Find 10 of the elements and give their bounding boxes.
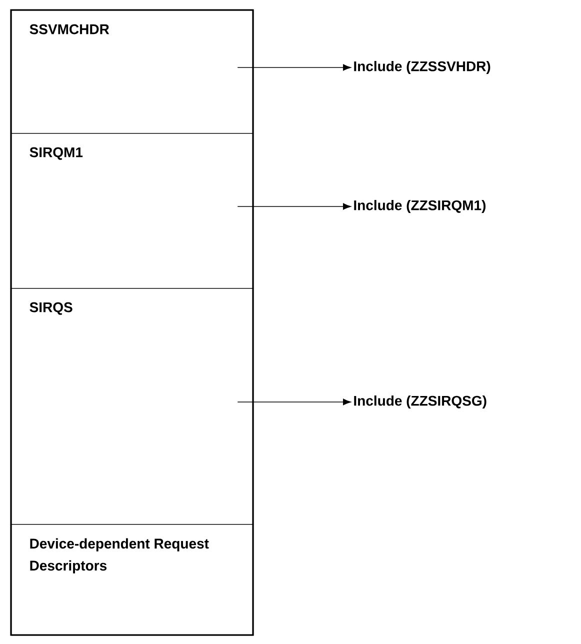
arrow [237, 398, 351, 406]
section-box: SIRQM1 [11, 133, 254, 289]
arrow [237, 64, 351, 71]
include-label: Include (ZZSIRQSG) [354, 395, 486, 409]
include-label: Include (ZZSSVHDR) [354, 60, 490, 74]
section-box: Device-dependent Request Descriptors [11, 524, 254, 636]
include-label: Include (ZZSIRQM1) [354, 200, 486, 214]
node-label: SSVMCHDR [30, 24, 110, 34]
section-box: SIRQS [11, 288, 254, 525]
arrow [237, 203, 351, 210]
